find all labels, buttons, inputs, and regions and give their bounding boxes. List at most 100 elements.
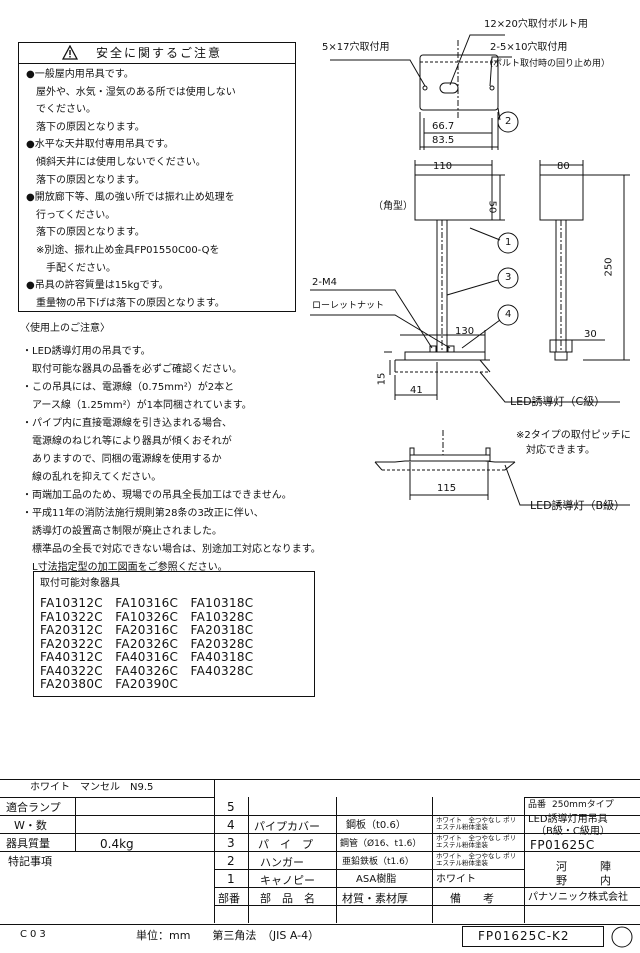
hanger-bottom-view (409, 454, 491, 462)
part-note: ホワイト (436, 874, 476, 885)
safety-line: 行ってください。 (26, 209, 116, 221)
warning-triangle-icon (62, 45, 78, 60)
usage-line: 電源線のねじれ等により器具が傾くおそれが (22, 436, 232, 447)
part-no: 2 (227, 854, 235, 868)
label-5x17-hole: 5×17穴取付用 (322, 42, 390, 53)
signer-2: 陣 (600, 860, 611, 873)
header-part-no: 部番 (218, 892, 240, 905)
label-12x20-hole: 12×20穴取付ボルト用 (484, 19, 588, 30)
models-title: 取付可能対象器具 (40, 578, 120, 589)
leader-knurl (310, 314, 451, 349)
dim-115: 115 (437, 483, 457, 494)
model-row: FA10312C FA10316C FA10318C (40, 596, 254, 610)
header-material: 材質・素材厚 (342, 892, 408, 905)
part-material: 鋼管（Ø16、t1.6） (340, 839, 422, 849)
usage-line: 誘導灯の設置高さ制限が廃止されました。 (22, 526, 222, 537)
part-note: ホワイト 全つやなし ポリエステル粉体塗装 (436, 816, 517, 832)
header-part-name: 部 品 名 (260, 892, 315, 905)
dim-41: 41 (410, 385, 423, 396)
usage-line: アース線（1.25mm²）が1本同梱されています。 (22, 400, 252, 411)
leader-led-b (504, 464, 630, 506)
usage-line: ・LED誘導灯用の吊具です。 (22, 346, 151, 357)
safety-notice-box (18, 42, 296, 312)
balloon-1: 1 (505, 237, 512, 248)
signer-3: 野 (556, 874, 567, 887)
balloon-2-circle (497, 111, 519, 133)
safety-title: 安全に関するご注意 (96, 46, 223, 60)
safety-line: 傾斜天井には使用しないでください。 (26, 157, 206, 168)
pitch-note-line-2: 対応できます。 (526, 445, 595, 456)
safety-line: ●一般屋内用吊具です。 (26, 69, 134, 80)
dim-130: 130 (455, 326, 475, 337)
label-led-b: LED誘導灯（B級） (530, 499, 626, 512)
dim-110: 110 (433, 161, 453, 172)
usage-line: 線の乱れを抑えてください。 (22, 472, 162, 483)
safety-line: でください。 (26, 104, 96, 116)
dim-66-7: 66.7 (432, 121, 455, 132)
part-note: ホワイト 全つやなし ポリエステル粉体塗装 (436, 834, 517, 850)
hinban-type: 250mmタイプ (552, 800, 614, 810)
balloon-3: 3 (505, 272, 512, 283)
label-kakugata: （角型） (373, 201, 413, 212)
leader-2-5x10 (489, 56, 512, 87)
part-name: パ イ プ (258, 838, 313, 851)
special-notes-label: 特記事項 (8, 855, 52, 868)
hole-left (422, 85, 428, 91)
signer-1: 河 (556, 860, 567, 873)
part-name: パイプカバー (254, 820, 320, 833)
safety-line: ●吊具の許容質量は15kgです。 (26, 280, 169, 292)
safety-line: 落下の原因となります。 (26, 227, 145, 239)
safety-line: ※別途、振れ止め金具FP01550C00-Qを (26, 245, 220, 256)
usage-line: ・平成11年の消防法施行規則第28条の3改正に伴い、 (22, 508, 264, 519)
part-material: 鋼板（t0.6） (346, 820, 406, 831)
canopy-front-view (414, 174, 493, 221)
safety-line: 落下の原因となります。 (26, 121, 145, 133)
title-block: ホワイト マンセル N9.5 適合ランプ W・数 器具質量 0.4kg 特記事項… (0, 779, 640, 925)
usage-line: ・両端加工品のため、現場での吊具全長加工はできません。 (22, 490, 292, 501)
revision-circle-icon (611, 926, 633, 948)
balloon-1-circle (497, 232, 519, 254)
product-name-line-2: （B級・C級用） (536, 826, 610, 837)
dim-30: 30 (584, 329, 597, 340)
balloon-4-circle (497, 304, 519, 326)
safety-title-bar (18, 42, 296, 64)
usage-line: ・この吊具には、電源線（0.75mm²）が2本と (22, 382, 235, 393)
slot-center (439, 82, 459, 94)
label-2-5x10-hole: 2-5×10穴取付用 (490, 42, 568, 53)
mass-value: 0.4kg (100, 837, 134, 851)
model-row: FA20380C FA20390C (40, 677, 179, 691)
technical-drawing (310, 34, 630, 506)
model-row: FA40322C FA40326C FA40328C (40, 663, 254, 678)
leader-led-c (479, 371, 620, 403)
hinban-label: 品番 (528, 800, 547, 810)
company-name: パナソニック株式会社 (528, 892, 628, 903)
usage-line: 標準品の全長で対応できない場合は、別途加工対応となります。 (22, 544, 321, 555)
model-row: FA40312C FA40316C FA40318C (40, 650, 254, 664)
usage-line: L寸法指定型の加工図面をご参照ください。 (22, 562, 228, 573)
safety-line: 手配ください。 (26, 262, 116, 274)
part-name: キャノピー (260, 874, 315, 887)
usage-title: 〈使用上のご注意〉 (20, 323, 110, 334)
dim-80: 80 (557, 161, 570, 172)
lamp-label: 適合ランプ (6, 801, 61, 814)
part-no: 5 (227, 800, 235, 814)
balloon-2: 2 (505, 116, 512, 127)
led-b-outline (375, 460, 515, 463)
safety-line: ●開放廊下等、風の強い所では振れ止め処理を (26, 192, 235, 204)
product-code: FP01625C (530, 838, 595, 852)
part-material: 亜鉛鉄板（t1.6） (342, 857, 414, 867)
sheet-code: C03 (20, 929, 49, 940)
drawing-number-box (462, 926, 604, 947)
model-row: FA20312C FA20316C FA20318C (40, 623, 254, 637)
dim-250: 250 (603, 257, 615, 277)
safety-line: ●水平な天井取付専用吊具です。 (26, 139, 174, 151)
header-note: 備 考 (450, 892, 494, 905)
leader-5x17 (330, 59, 426, 87)
compatible-models-box (33, 571, 315, 697)
usage-line: ・パイプ内に直接電源線を引き込まれる場合、 (22, 418, 232, 429)
label-led-c: LED誘導灯（C級） (510, 395, 606, 408)
model-row: FA10322C FA10326C FA10328C (40, 609, 254, 624)
dim-50: 50 (486, 200, 498, 214)
hanger-front-view (404, 351, 486, 361)
safety-line: 落下の原因となります。 (26, 174, 145, 186)
